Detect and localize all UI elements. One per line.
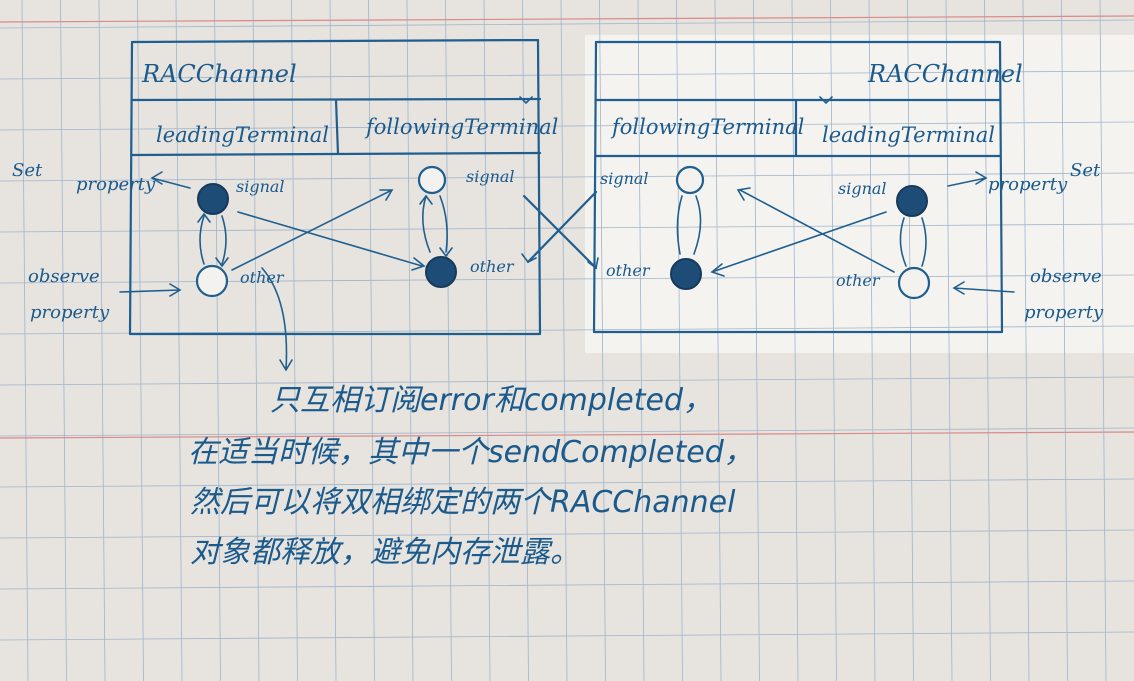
grid-line-vertical <box>445 0 452 681</box>
right-paper-patch <box>585 35 1134 353</box>
right-leading-other-node <box>897 266 931 300</box>
note-line-2: 在适当时候，其中一个sendCompleted， <box>188 435 754 470</box>
right-observe-property-label: property <box>1024 302 1104 323</box>
right-following-terminal-label: followingTerminal <box>610 115 804 139</box>
grid-line-horizontal <box>0 580 1134 590</box>
grid-line-horizontal <box>0 121 1134 131</box>
handwritten-note: 只互相订阅error和completed， 在适当时候，其中一个sendComp… <box>188 383 754 570</box>
grid-line-horizontal <box>0 478 1134 488</box>
grid-line-vertical <box>637 0 645 681</box>
note-line-4: 对象都释放，避免内存泄露。 <box>190 535 580 570</box>
left-signal-label-leading: signal <box>236 177 285 196</box>
right-following-signal-node <box>675 165 705 195</box>
left-leading-other-node <box>195 264 229 298</box>
grid-line-vertical <box>907 0 914 681</box>
grid-line-horizontal <box>0 529 1134 539</box>
left-observe-label: observe <box>28 266 100 287</box>
grid-line-vertical <box>522 0 529 681</box>
note-line-3: 然后可以将双相绑定的两个RACChannel <box>190 485 736 520</box>
left-following-signal-node <box>417 165 447 195</box>
grid-line-vertical <box>560 0 568 681</box>
grid-line-vertical <box>791 0 799 681</box>
right-leading-terminal-label: leadingTerminal <box>822 123 995 147</box>
margin-line <box>0 431 1134 439</box>
right-set-label: Set <box>1070 160 1101 181</box>
grid-line-vertical <box>175 0 183 681</box>
grid-line-vertical <box>60 0 67 681</box>
grid-line-vertical <box>714 0 722 681</box>
left-other-label-following: other <box>470 257 515 276</box>
right-observe-label: observe <box>1030 266 1102 287</box>
grid-line-vertical <box>483 0 491 681</box>
grid-line-vertical <box>21 0 29 681</box>
grid-line-vertical <box>406 0 414 681</box>
grid-line-vertical <box>1099 0 1107 681</box>
grid-line-horizontal <box>0 631 1134 641</box>
right-channel-title: RACChannel <box>867 60 1023 88</box>
left-channel-title: RACChannel <box>141 60 297 88</box>
right-set-property-label: property <box>988 174 1068 195</box>
grid-line-vertical <box>599 0 606 681</box>
grid-line-vertical <box>252 0 260 681</box>
channels-cross-link <box>522 190 598 270</box>
grid-line-vertical <box>329 0 337 681</box>
grid-line-vertical <box>830 0 837 681</box>
left-channel: RACChannel leadingTerminal followingTerm… <box>12 38 558 372</box>
grid-line-vertical <box>214 0 221 681</box>
grid-line-horizontal <box>0 19 1134 29</box>
left-set-property-label: property <box>76 174 156 195</box>
grid-line-horizontal <box>0 376 1134 386</box>
right-other-label-following: other <box>606 261 651 280</box>
grid-line-vertical <box>945 0 953 681</box>
right-signal-label-leading: signal <box>838 179 887 198</box>
left-signal-label-following: signal <box>466 167 515 186</box>
grid-line-horizontal <box>0 325 1134 335</box>
right-following-other-node <box>670 258 702 290</box>
right-other-label-leading: other <box>836 271 881 290</box>
left-following-terminal-label: followingTerminal <box>364 115 558 139</box>
grid-line-vertical <box>137 0 144 681</box>
grid-line-vertical <box>1061 0 1068 681</box>
grid-line-horizontal <box>0 172 1134 182</box>
grid-line-vertical <box>676 0 683 681</box>
left-observe-property-label: property <box>30 302 110 323</box>
grid-line-vertical <box>1022 0 1030 681</box>
grid-line-horizontal <box>0 427 1134 437</box>
grid-line-horizontal <box>0 223 1134 233</box>
right-leading-signal-node <box>896 185 928 217</box>
grid-line-vertical <box>98 0 106 681</box>
grid-line-vertical <box>868 0 876 681</box>
grid-line-horizontal <box>0 274 1134 284</box>
margin-line <box>0 15 1134 23</box>
right-signal-label-following: signal <box>600 169 649 188</box>
grid-line-horizontal <box>0 70 1134 80</box>
left-set-label: Set <box>12 160 43 181</box>
grid-line-vertical <box>753 0 760 681</box>
note-line-1: 只互相订阅error和completed， <box>270 383 713 418</box>
left-other-label-leading: other <box>240 268 285 287</box>
left-following-other-node <box>425 256 457 288</box>
grid-line-vertical <box>984 0 991 681</box>
grid-line-vertical <box>291 0 298 681</box>
left-leading-terminal-label: leadingTerminal <box>156 123 329 147</box>
right-channel: RACChannel followingTerminal leadingTerm… <box>592 40 1104 334</box>
grid-line-vertical <box>368 0 375 681</box>
left-leading-signal-node <box>197 183 229 215</box>
